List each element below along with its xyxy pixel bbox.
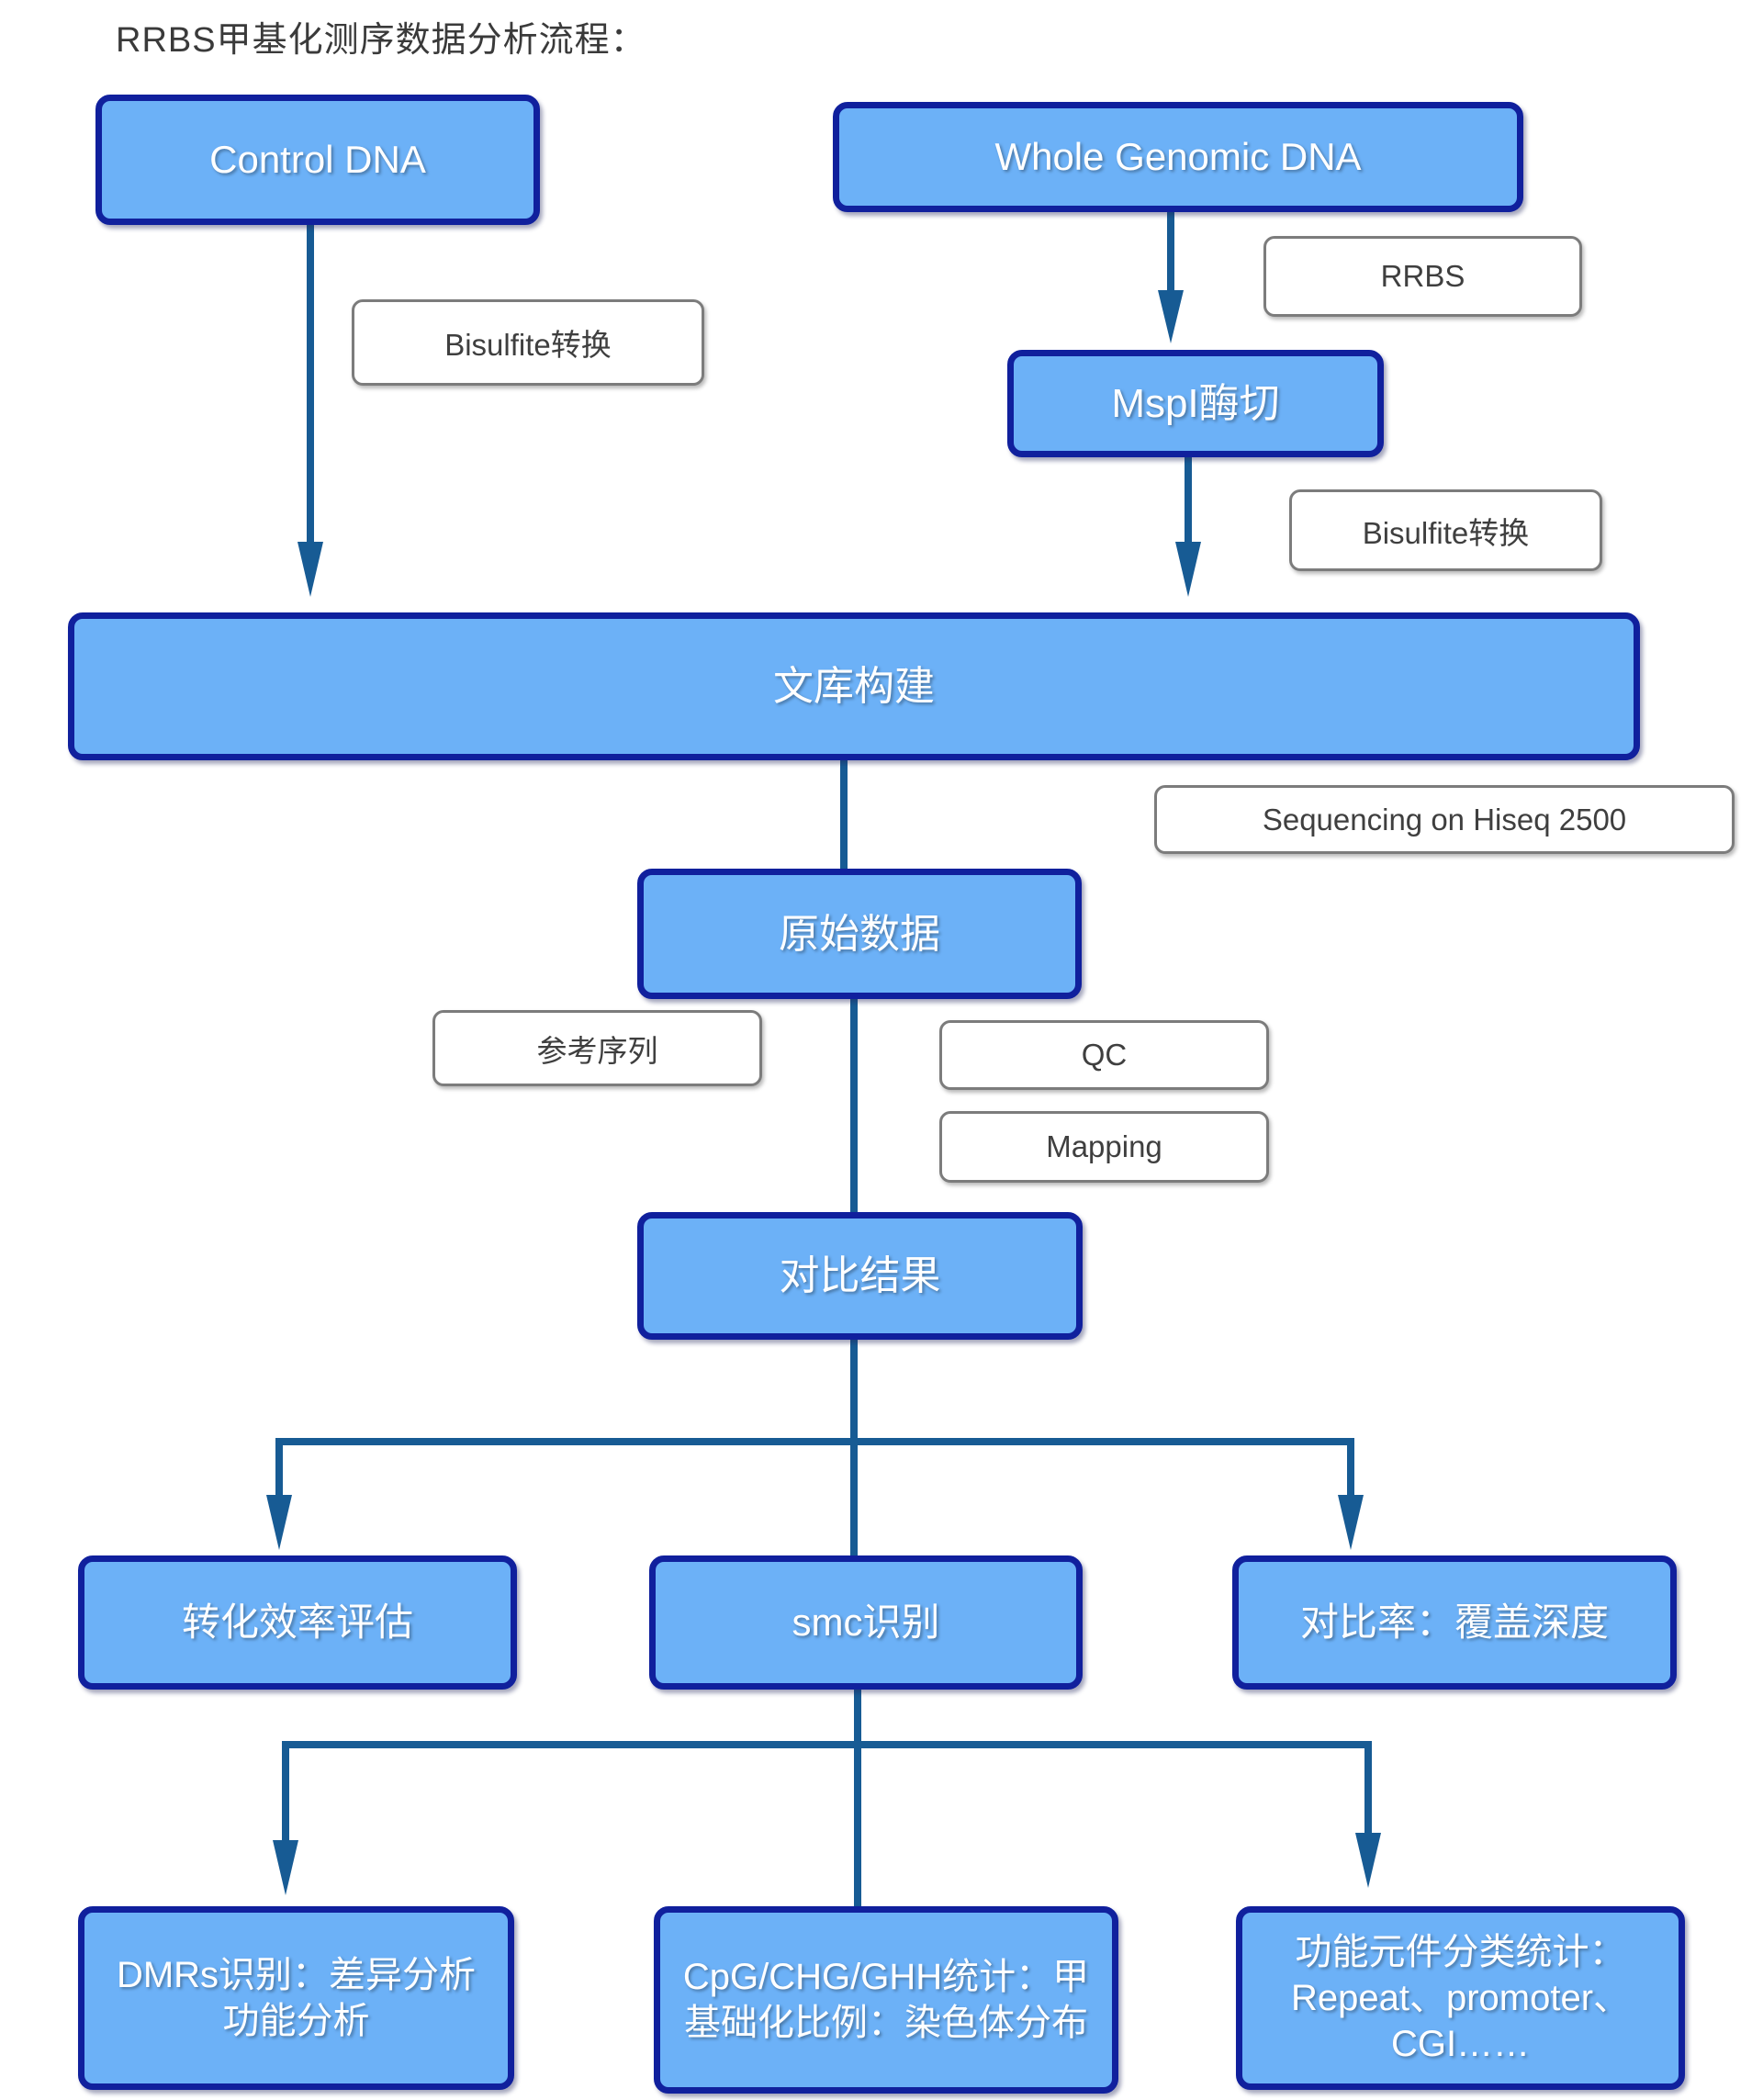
label-sequencing: Sequencing on Hiseq 2500	[1154, 785, 1735, 854]
page-title: RRBS甲基化测序数据分析流程：	[116, 21, 646, 60]
label-bisulfite-conversion-1: Bisulfite转换	[352, 299, 704, 386]
node-alignment-ratio-label: 对比率：覆盖深度	[1299, 1600, 1609, 1644]
node-control-dna-label: Control DNA	[209, 137, 426, 181]
label-rrbs-text: RRBS	[1380, 259, 1465, 293]
node-whole-genomic-dna: Whole Genomic DNA	[833, 102, 1523, 212]
label-bisulfite-conversion-2: Bisulfite转换	[1289, 489, 1602, 571]
node-cpg-statistics: CpG/CHG/GHH统计：甲基础化比例：染色体分布	[654, 1906, 1118, 2094]
branch-alignment-result	[266, 1327, 1364, 1555]
label-rrbs: RRBS	[1263, 236, 1582, 317]
label-sequencing-text: Sequencing on Hiseq 2500	[1262, 802, 1627, 837]
node-raw-data: 原始数据	[637, 869, 1082, 999]
node-alignment-result: 对比结果	[637, 1212, 1083, 1340]
label-qc: QC	[939, 1020, 1269, 1090]
label-bisulfite-conversion-1-text: Bisulfite转换	[444, 328, 612, 362]
label-qc-text: QC	[1081, 1038, 1128, 1072]
label-mapping-text: Mapping	[1046, 1129, 1162, 1163]
arrow-control-to-library	[298, 212, 323, 597]
label-reference-sequence: 参考序列	[432, 1010, 762, 1086]
label-mapping: Mapping	[939, 1111, 1269, 1183]
node-alignment-result-label: 对比结果	[779, 1253, 941, 1298]
arrow-mspi-to-library	[1175, 444, 1201, 597]
node-whole-genomic-dna-label: Whole Genomic DNA	[994, 134, 1362, 178]
node-raw-data-label: 原始数据	[779, 911, 940, 957]
node-dmrs-identification-label: DMRs识别：差异分析 功能分析	[116, 1955, 477, 2041]
node-library-construction-label: 文库构建	[773, 664, 935, 709]
node-alignment-ratio: 对比率：覆盖深度	[1232, 1555, 1677, 1690]
node-conversion-efficiency-label: 转化效率评估	[181, 1600, 413, 1644]
node-mspi-digestion-label: MspI酶切	[1111, 381, 1280, 426]
node-smc-identification-label: smc识别	[792, 1600, 940, 1644]
node-functional-elements: 功能元件分类统计：Repeat、promoter、CGI……	[1236, 1906, 1685, 2090]
node-functional-elements-label: 功能元件分类统计：Repeat、promoter、CGI……	[1290, 1932, 1631, 2064]
node-cpg-statistics-label: CpG/CHG/GHH统计：甲基础化比例：染色体分布	[682, 1957, 1090, 2043]
label-bisulfite-conversion-2-text: Bisulfite转换	[1362, 515, 1530, 550]
node-dmrs-identification: DMRs识别：差异分析 功能分析	[78, 1906, 514, 2090]
arrow-wgd-to-mspi	[1158, 199, 1184, 343]
node-conversion-efficiency: 转化效率评估	[78, 1555, 517, 1690]
label-reference-sequence-text: 参考序列	[536, 1033, 658, 1068]
branch-smc	[273, 1677, 1381, 1906]
node-mspi-digestion: MspI酶切	[1007, 350, 1384, 457]
node-library-construction: 文库构建	[68, 612, 1640, 760]
node-smc-identification: smc识别	[649, 1555, 1083, 1690]
node-control-dna: Control DNA	[95, 95, 540, 225]
